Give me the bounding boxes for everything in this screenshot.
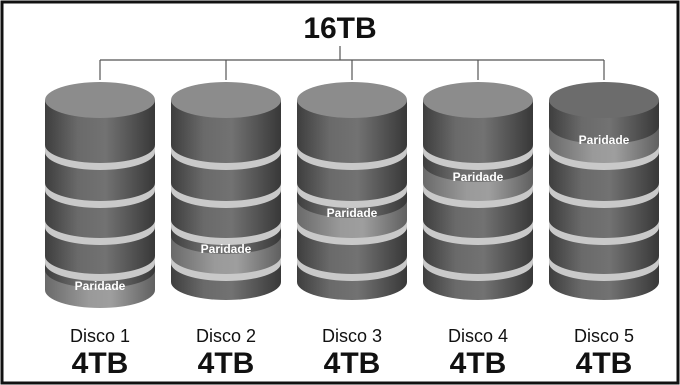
platter-separator: [171, 220, 281, 245]
platter-separator: [171, 183, 281, 208]
disk-body: [171, 100, 281, 300]
platter-separator: [423, 183, 533, 208]
parity-label: Paridade: [453, 170, 504, 184]
platter-separator: [45, 183, 155, 208]
disk-top: [45, 82, 155, 118]
disk-name: Disco 5: [574, 326, 634, 346]
parity-label: Paridade: [75, 279, 126, 293]
parity-label: Paridade: [327, 206, 378, 220]
platter-separator: [549, 183, 659, 208]
platter-separator: [423, 220, 533, 245]
parity-slice: [171, 236, 281, 276]
parity-slice: [297, 200, 407, 240]
platter-separator: [549, 256, 659, 281]
connector-bracket: [99, 46, 605, 80]
platter-separator: [171, 145, 281, 170]
parity-slice: [45, 270, 155, 308]
disk-size: 4TB: [72, 347, 129, 380]
platter-separator: [297, 256, 407, 281]
disk-size: 4TB: [198, 347, 255, 380]
platter-separator: [45, 145, 155, 170]
disk-top: [423, 82, 533, 118]
parity-slice: [549, 126, 659, 166]
disk-size: 4TB: [450, 347, 507, 380]
parity-slice: [423, 164, 533, 204]
platter-separator: [297, 220, 407, 245]
disk-top: [297, 82, 407, 118]
disk-body: [297, 100, 407, 300]
platter-separator: [297, 183, 407, 208]
disk-size: 4TB: [576, 347, 633, 380]
disk-body: [45, 100, 155, 300]
platter-separator: [171, 256, 281, 281]
parity-label: Paridade: [201, 242, 252, 256]
platter-separator: [45, 220, 155, 245]
platter-separator: [297, 145, 407, 170]
total-capacity: 16TB: [303, 12, 376, 45]
platter-separator: [423, 256, 533, 281]
disk-size: 4TB: [324, 347, 381, 380]
platter-separator: [423, 145, 533, 170]
platter-separator: [549, 220, 659, 245]
platter-separator: [549, 145, 659, 170]
disk-name: Disco 4: [448, 326, 508, 346]
disk-top: [549, 82, 659, 118]
disk-name: Disco 3: [322, 326, 382, 346]
platter-separator: [45, 256, 155, 281]
disk-top: [171, 82, 281, 118]
disk-name: Disco 1: [70, 326, 130, 346]
parity-label: Paridade: [579, 133, 630, 147]
disk-name: Disco 2: [196, 326, 256, 346]
